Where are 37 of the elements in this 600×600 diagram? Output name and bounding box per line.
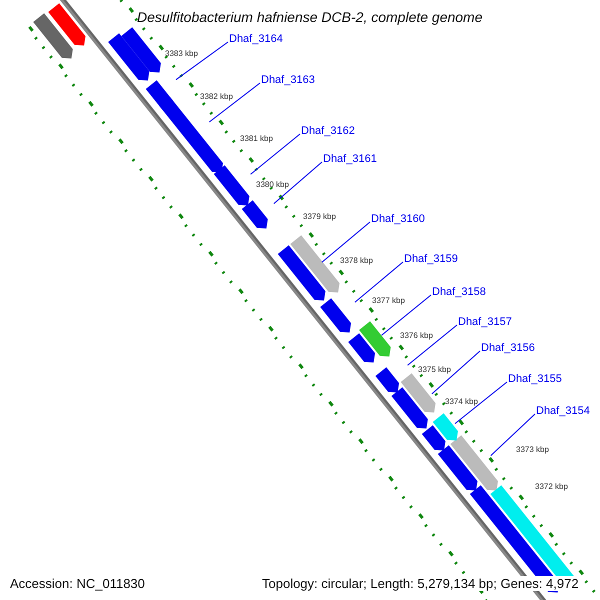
footer-text: Topology: circular; Length: 5,279,134 bp; Genes: 4,972	[262, 576, 579, 591]
position-label: 3380 kbp	[256, 181, 289, 189]
position-label: 3378 kbp	[340, 257, 373, 265]
position-label: 3381 kbp	[240, 135, 273, 143]
footer-text: Accession: NC_011830	[10, 576, 145, 591]
leader-line	[354, 262, 404, 303]
gene-label: Dhaf_3160	[371, 214, 425, 225]
gene-label: Dhaf_3164	[229, 34, 283, 45]
position-label: 3383 kbp	[165, 50, 198, 58]
position-label: 3373 kbp	[516, 446, 549, 454]
gene-label: Dhaf_3161	[323, 154, 377, 165]
gene-label: Dhaf_3157	[458, 317, 512, 328]
position-label: 3374 kbp	[445, 398, 478, 406]
gene-label: Dhaf_3155	[508, 374, 562, 385]
leader-line	[407, 324, 458, 366]
position-label: 3372 kbp	[535, 483, 568, 491]
leader-line	[490, 414, 536, 456]
leader-line	[431, 350, 480, 394]
position-label: 3382 kbp	[200, 93, 233, 101]
gene-label: Dhaf_3158	[432, 287, 486, 298]
gene-label: Dhaf_3162	[301, 126, 355, 137]
position-label: 3377 kbp	[372, 297, 405, 305]
gene-label: Dhaf_3159	[404, 254, 458, 265]
position-label: 3375 kbp	[418, 366, 451, 374]
title: Desulfitobacterium hafniense DCB-2, complete genome	[137, 10, 483, 24]
leader-line	[176, 42, 228, 80]
gene-label: Dhaf_3154	[536, 406, 590, 417]
leader-line	[381, 294, 432, 336]
leader-line	[208, 82, 260, 122]
gene-label: Dhaf_3156	[481, 343, 535, 354]
position-label: 3376 kbp	[400, 332, 433, 340]
leader-line	[273, 162, 322, 204]
position-label: 3379 kbp	[303, 213, 336, 221]
leader-line	[454, 382, 508, 424]
leader-line	[250, 134, 300, 175]
leader-line	[321, 222, 370, 263]
gene-label: Dhaf_3163	[261, 75, 315, 86]
